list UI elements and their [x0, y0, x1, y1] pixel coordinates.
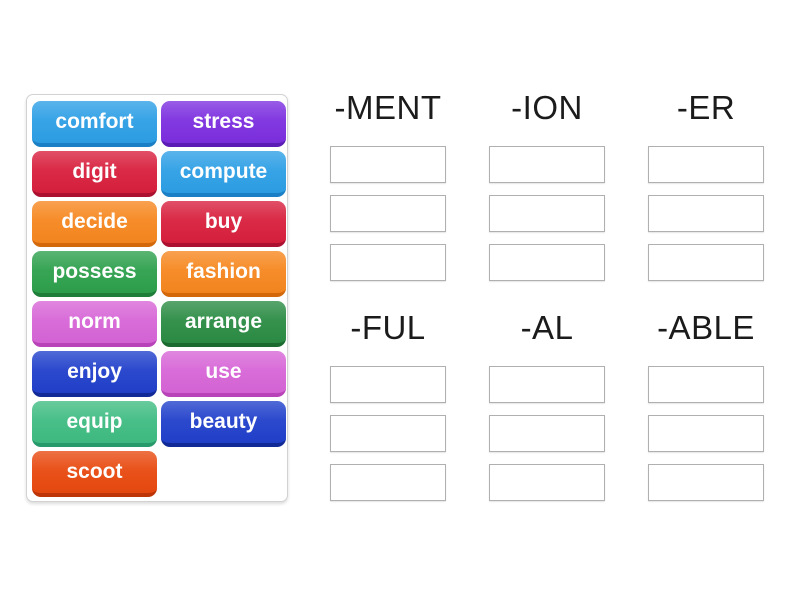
answer-slot[interactable] — [489, 415, 605, 452]
category-row-top: -MENT -ION -ER — [330, 88, 764, 293]
answer-slot[interactable] — [330, 415, 446, 452]
category-row-bottom: -FUL -AL -ABLE — [330, 308, 764, 513]
answer-slot[interactable] — [489, 464, 605, 501]
category-group-er: -ER — [648, 88, 764, 293]
word-tile[interactable]: equip — [32, 401, 157, 447]
answer-slot[interactable] — [648, 146, 764, 183]
word-tile[interactable]: beauty — [161, 401, 286, 447]
answer-slot[interactable] — [489, 195, 605, 232]
word-bank-panel: comfort stress digit compute decide buy … — [26, 94, 288, 502]
word-bank-grid: comfort stress digit compute decide buy … — [32, 101, 286, 497]
category-group-ful: -FUL — [330, 308, 446, 513]
category-header: -ABLE — [657, 309, 755, 346]
category-header: -ION — [511, 89, 583, 126]
word-tile[interactable]: stress — [161, 101, 286, 147]
category-group-able: -ABLE — [648, 308, 764, 513]
answer-slot[interactable] — [330, 366, 446, 403]
category-header: -ER — [676, 89, 736, 126]
answer-slot[interactable] — [489, 146, 605, 183]
category-header: -FUL — [350, 309, 426, 346]
word-tile[interactable]: fashion — [161, 251, 286, 297]
word-tile[interactable]: norm — [32, 301, 157, 347]
answer-slot[interactable] — [648, 244, 764, 281]
category-header: -AL — [520, 309, 574, 346]
answer-slot[interactable] — [330, 464, 446, 501]
answer-slot[interactable] — [648, 464, 764, 501]
category-header: -MENT — [334, 89, 442, 126]
answer-slot[interactable] — [330, 244, 446, 281]
word-tile[interactable]: possess — [32, 251, 157, 297]
answer-slot[interactable] — [648, 366, 764, 403]
answer-slot[interactable] — [489, 244, 605, 281]
answer-slot[interactable] — [330, 146, 446, 183]
word-tile[interactable]: decide — [32, 201, 157, 247]
word-tile[interactable]: comfort — [32, 101, 157, 147]
word-tile[interactable]: arrange — [161, 301, 286, 347]
word-tile[interactable]: use — [161, 351, 286, 397]
answer-slot[interactable] — [489, 366, 605, 403]
word-tile[interactable]: digit — [32, 151, 157, 197]
answer-slot[interactable] — [330, 195, 446, 232]
word-tile[interactable]: buy — [161, 201, 286, 247]
category-group-al: -AL — [489, 308, 605, 513]
word-tile[interactable]: compute — [161, 151, 286, 197]
answer-slot[interactable] — [648, 415, 764, 452]
word-tile[interactable]: enjoy — [32, 351, 157, 397]
category-group-ment: -MENT — [330, 88, 446, 293]
word-tile[interactable]: scoot — [32, 451, 157, 497]
answer-slot[interactable] — [648, 195, 764, 232]
category-group-ion: -ION — [489, 88, 605, 293]
